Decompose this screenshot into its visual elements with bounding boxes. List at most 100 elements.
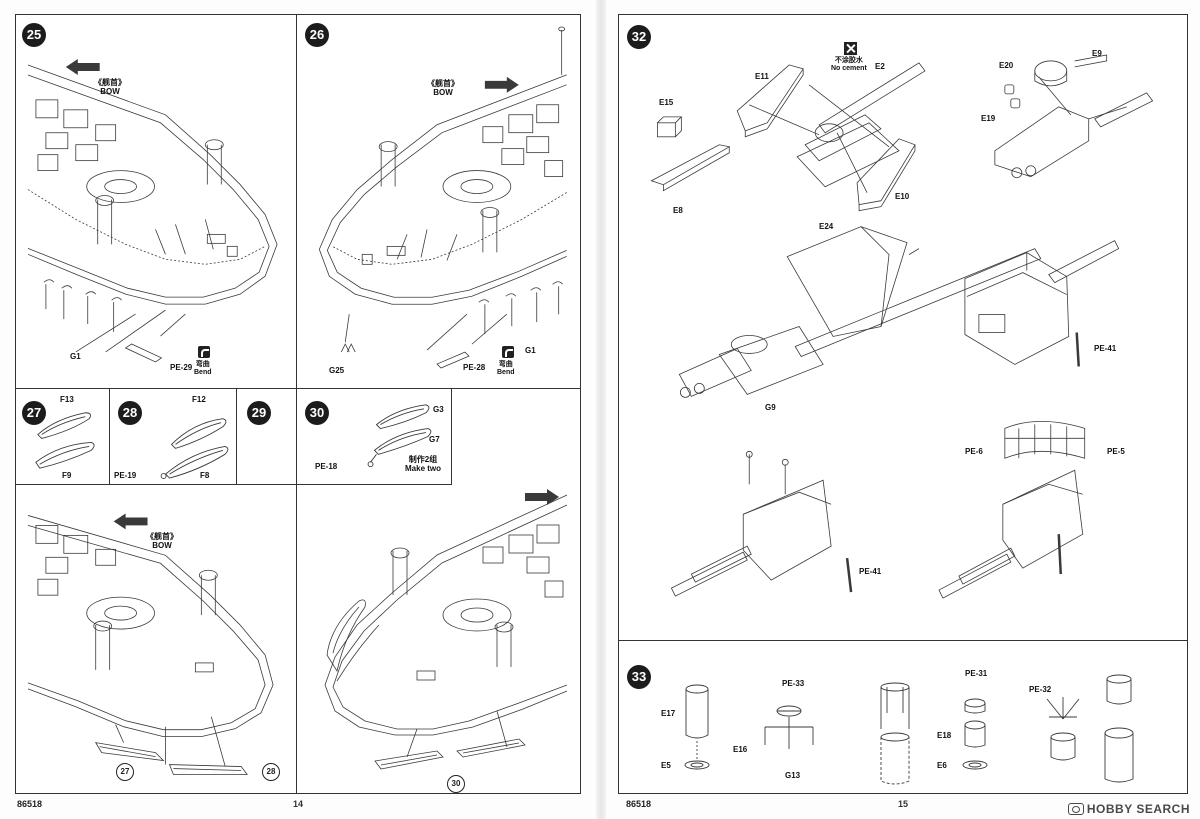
- right-catalog-number: 86518: [626, 799, 652, 809]
- bow-label: 《舰首》 BOW: [94, 78, 126, 96]
- part-f12-label: F12: [192, 395, 206, 404]
- step-27-badge: 27: [22, 401, 46, 425]
- hobby-search-watermark: HOBBY SEARCH: [1067, 802, 1190, 816]
- step-27-panel: 27 F13 F9: [16, 389, 110, 485]
- step-26-badge: 26: [305, 23, 329, 47]
- make-two-en: Make two: [405, 464, 442, 474]
- bend-icon: [502, 346, 514, 358]
- bow-label-en: BOW: [433, 88, 453, 98]
- bend-label: 弯曲 Bend: [194, 361, 212, 377]
- callout-step-27: 27: [116, 763, 134, 781]
- step-25-illustration: [27, 59, 278, 363]
- part-pe18-label: PE-18: [315, 462, 338, 471]
- bend-label-cn: 弯曲: [195, 361, 210, 368]
- right-page-number: 15: [898, 799, 909, 809]
- step-33-illustration: [684, 674, 1134, 785]
- part-e24-label: E24: [819, 222, 834, 231]
- bend-label-en: Bend: [497, 369, 515, 377]
- part-e20-label: E20: [999, 61, 1014, 70]
- step-33-badge: 33: [627, 665, 651, 689]
- bow-arrow-icon: [525, 489, 559, 505]
- page-gutter: [596, 0, 606, 819]
- step-33-panel: 33 E17 E5 PE-33 E16 G13 PE-31 E18 E6 PE-…: [619, 641, 1187, 793]
- part-e16-label: E16: [733, 745, 748, 754]
- bow-arrow-icon: [113, 513, 148, 530]
- part-e10-label: E10: [895, 192, 910, 201]
- part-e8-label: E8: [673, 206, 683, 215]
- step-29-badge: 29: [247, 401, 271, 425]
- part-e17-label: E17: [661, 709, 676, 718]
- bow-arrow-icon: [484, 76, 519, 93]
- part-e9-label: E9: [1092, 49, 1102, 58]
- step-27-illustration: [35, 412, 95, 469]
- step-28-illustration: [160, 418, 229, 480]
- part-e5-label: E5: [661, 761, 671, 770]
- bow-label-cn: 《舰首》: [94, 78, 126, 87]
- callout-step-30: 30: [447, 775, 465, 793]
- bow-label-en: BOW: [152, 541, 172, 551]
- bow-arrow-icon: [65, 59, 100, 75]
- part-pe29-label: PE-29: [170, 363, 193, 372]
- part-pe6-label: PE-6: [965, 447, 983, 456]
- part-e11-label: E11: [755, 72, 769, 81]
- make-two-note: 制作2组 Make two: [405, 455, 441, 473]
- part-f9-label: F9: [62, 471, 72, 480]
- bow-label: 《舰首》 BOW: [146, 532, 178, 550]
- step-25-badge: 25: [22, 23, 46, 47]
- bow-label-cn: 《舰首》: [146, 532, 178, 541]
- part-g3-label: G3: [433, 405, 444, 414]
- no-cement-en: No cement: [831, 65, 867, 73]
- step-31-illustration: [324, 489, 568, 770]
- no-cement-icon: [844, 42, 857, 55]
- part-pe41-label-2: PE-41: [859, 567, 882, 576]
- step-32-panel: 32 不涂胶水 No cement E11 E2 E15 E8 E10 E20 …: [619, 15, 1187, 641]
- watermark-text: HOBBY SEARCH: [1086, 802, 1190, 816]
- part-pe19-label: PE-19: [114, 471, 137, 480]
- part-pe5-label: PE-5: [1107, 447, 1125, 456]
- bend-label-cn: 弯曲: [498, 361, 513, 368]
- left-page-number: 14: [293, 799, 304, 809]
- part-g25-label: G25: [329, 366, 345, 375]
- step-29-illustration: [27, 513, 274, 775]
- callout-step-28: 28: [262, 763, 280, 781]
- bend-label: 弯曲 Bend: [497, 361, 515, 377]
- bend-icon: [198, 346, 210, 358]
- step-30-illustration: [367, 404, 432, 468]
- step-28-panel: 28 F12 PE-19 F8: [110, 389, 237, 485]
- no-cement-note: 不涂胶水 No cement: [831, 57, 867, 73]
- hobby-search-logo-icon: [1067, 803, 1084, 815]
- step-32-badge: 32: [627, 25, 651, 49]
- part-g1-label: G1: [525, 346, 536, 355]
- part-e15-label: E15: [659, 98, 674, 107]
- part-f13-label: F13: [60, 395, 74, 404]
- step-30-badge: 30: [305, 401, 329, 425]
- part-e19-label: E19: [981, 114, 996, 123]
- step-29-panel: 29: [237, 389, 297, 485]
- step-26-panel: 26 《舰首》 BOW G1 G25 PE-28 弯曲 Bend: [297, 15, 580, 389]
- step-26-illustration: [318, 26, 567, 369]
- part-pe41-label: PE-41: [1094, 344, 1117, 353]
- left-page: 25 《舰首》 BOW G1 PE-29 弯曲 Bend: [15, 14, 581, 794]
- part-g9-label: G9: [765, 403, 776, 412]
- step-31-panel: 31 《舰首》 BOW 30: [297, 485, 580, 793]
- step-32-illustration: [650, 54, 1154, 599]
- part-f8-label: F8: [200, 471, 210, 480]
- bow-label-en: BOW: [100, 87, 120, 97]
- step-29-result-panel: 《舰首》 BOW 27 28: [16, 485, 297, 793]
- part-pe28-label: PE-28: [463, 363, 486, 372]
- part-g13-label: G13: [785, 771, 801, 780]
- bend-label-en: Bend: [194, 369, 212, 377]
- part-pe32-label: PE-32: [1029, 685, 1052, 694]
- step-30-panel: 30 G3 G7 PE-18 制作2组 Make two: [297, 389, 452, 485]
- no-cement-cn: 不涂胶水: [834, 57, 863, 64]
- make-two-cn: 制作2组: [408, 455, 438, 464]
- bow-label: 《舰首》 BOW: [427, 79, 459, 97]
- part-pe31-label: PE-31: [965, 669, 988, 678]
- part-e2-label: E2: [875, 62, 885, 71]
- part-g7-label: G7: [429, 435, 440, 444]
- left-catalog-number: 86518: [17, 799, 43, 809]
- part-e6-label: E6: [937, 761, 947, 770]
- bow-label-cn: 《舰首》: [427, 79, 459, 88]
- part-g1-label: G1: [70, 352, 81, 361]
